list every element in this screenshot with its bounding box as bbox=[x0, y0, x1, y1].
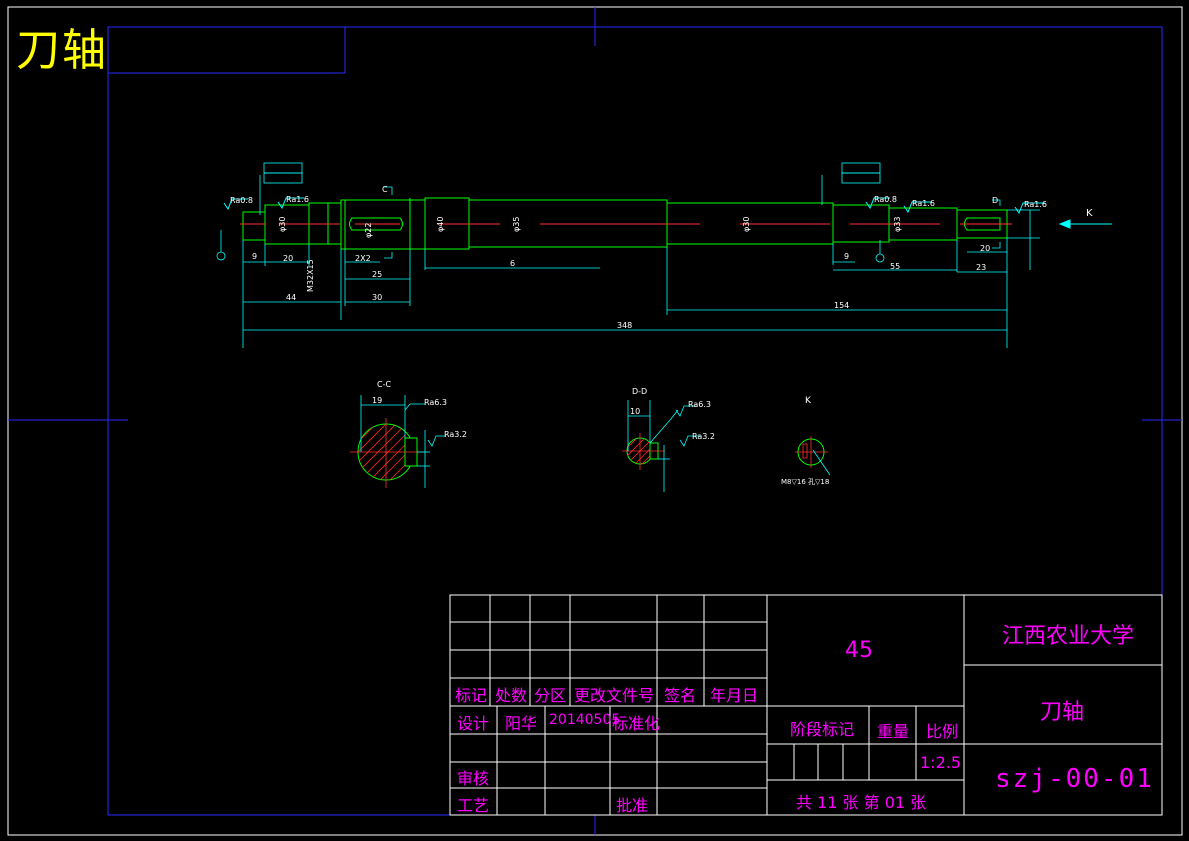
dimension-lines bbox=[216, 162, 1040, 348]
cc-width: 19 bbox=[372, 396, 383, 405]
dim-dia40: φ40 bbox=[436, 216, 445, 232]
section-cc-title: C-C bbox=[377, 380, 392, 389]
drawing-title: 刀轴 bbox=[16, 25, 108, 76]
std-label: 标准化 bbox=[612, 714, 661, 733]
dim-dia30b: φ30 bbox=[742, 216, 751, 232]
stage-mark-label: 阶段标记 bbox=[790, 720, 855, 739]
cc-roughness-2: Ra3.2 bbox=[444, 430, 468, 439]
title-box bbox=[108, 27, 346, 74]
dim-9a: 9 bbox=[252, 252, 258, 261]
design-label: 设计 bbox=[457, 714, 490, 733]
roughness-5: Ra1.6 bbox=[1024, 200, 1048, 209]
dim-44: 44 bbox=[286, 293, 297, 302]
roughness-3: Ra0.8 bbox=[874, 195, 898, 204]
header-count: 处数 bbox=[495, 686, 528, 705]
design-name: 阳华 bbox=[505, 714, 538, 733]
process-label: 工艺 bbox=[457, 796, 490, 815]
section-mark-d: D bbox=[992, 196, 999, 205]
section-dd-title: D-D bbox=[632, 387, 648, 396]
dim-6: 6 bbox=[510, 259, 516, 268]
view-k bbox=[795, 436, 831, 476]
k-arrow[interactable] bbox=[1058, 219, 1112, 229]
dim-20a: 20 bbox=[283, 254, 294, 263]
dim-30len: 30 bbox=[372, 293, 383, 302]
roughness-4: Ra1.6 bbox=[912, 199, 936, 208]
view-k-note: M8▽16 孔▽18 bbox=[781, 478, 830, 486]
dim-20b: 20 bbox=[980, 244, 991, 253]
dd-roughness-2: Ra3.2 bbox=[692, 432, 716, 441]
dim-154: 154 bbox=[834, 301, 850, 310]
roughness-2: Ra1.6 bbox=[286, 195, 310, 204]
view-k-title: K bbox=[805, 396, 811, 406]
section-mark-c: C bbox=[382, 185, 388, 194]
dim-23: 23 bbox=[976, 263, 987, 272]
title-block-grid bbox=[449, 594, 1163, 816]
dim-dia22: φ22 bbox=[364, 222, 373, 238]
dim-dia35: φ35 bbox=[512, 216, 521, 232]
drawing-number: szj-00-01 bbox=[995, 764, 1154, 794]
k-arrow-label: K bbox=[1086, 208, 1093, 219]
school-name: 江西农业大学 bbox=[1002, 624, 1135, 649]
dd-width: 10 bbox=[630, 407, 641, 416]
weight-label: 重量 bbox=[877, 722, 910, 741]
dim-348: 348 bbox=[617, 321, 633, 330]
part-name: 刀轴 bbox=[1040, 700, 1085, 725]
header-date: 年月日 bbox=[710, 686, 759, 705]
dd-roughness-1: Ra6.3 bbox=[688, 400, 712, 409]
roughness-1: Ra0.8 bbox=[230, 196, 254, 205]
dim-dia30a: φ30 bbox=[278, 216, 287, 232]
dim-m32: M32X15 bbox=[306, 259, 315, 292]
section-dd bbox=[622, 400, 700, 492]
cc-roughness-1: Ra6.3 bbox=[424, 398, 448, 407]
dim-25: 25 bbox=[372, 270, 383, 279]
dim-9b: 9 bbox=[844, 252, 850, 261]
scale-label: 比例 bbox=[926, 722, 959, 741]
header-doc: 更改文件号 bbox=[574, 686, 655, 705]
scale-value: 1:2.5 bbox=[920, 753, 962, 772]
header-mark: 标记 bbox=[455, 686, 488, 705]
outer-border bbox=[7, 6, 1183, 836]
dim-2x2: 2X2 bbox=[355, 254, 371, 263]
dim-dia33: φ33 bbox=[893, 216, 902, 232]
header-sign: 签名 bbox=[664, 686, 697, 705]
sheet-count: 共 11 张 第 01 张 bbox=[796, 793, 927, 812]
review-label: 审核 bbox=[457, 769, 490, 788]
dim-55: 55 bbox=[890, 262, 901, 271]
roughness-symbols bbox=[223, 197, 1045, 215]
design-date: 20140505 bbox=[549, 712, 621, 728]
section-cc bbox=[350, 395, 446, 488]
material-value: 45 bbox=[845, 638, 873, 663]
approve-label: 批准 bbox=[616, 796, 649, 815]
header-zone: 分区 bbox=[534, 686, 567, 705]
